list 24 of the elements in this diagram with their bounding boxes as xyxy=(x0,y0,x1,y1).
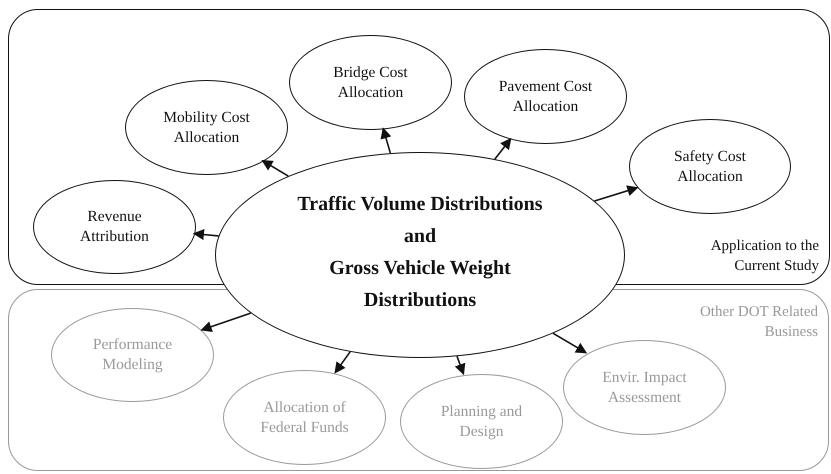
arrow xyxy=(494,138,512,160)
group-label: Other DOT Related Business xyxy=(698,303,818,342)
ellipse-text: Mobility Cost Allocation xyxy=(162,108,251,148)
ellipse-text: Traffic Volume Distributions xyxy=(297,192,543,217)
arrow xyxy=(454,356,466,376)
arrow xyxy=(334,351,351,374)
arrow xyxy=(192,228,219,240)
ellipse-text: Pavement Cost Allocation xyxy=(498,76,594,116)
ellipse-text: Envir. Impact Assessment xyxy=(601,368,688,408)
group-label: Application to the Current Study xyxy=(710,237,819,276)
arrow xyxy=(594,185,638,202)
arrow xyxy=(552,332,588,354)
ellipse-text: Safety Cost Allocation xyxy=(673,146,747,186)
ellipse-text: and xyxy=(404,224,436,249)
ellipse-text: Revenue Attribution xyxy=(79,207,150,247)
ellipse-text: Allocation of Federal Funds xyxy=(259,398,350,438)
arrow xyxy=(200,312,251,332)
ellipse-text: Performance Modeling xyxy=(92,335,174,375)
ellipse-text: Bridge Cost Allocation xyxy=(332,62,409,102)
arrow xyxy=(261,160,289,177)
arrow xyxy=(380,127,392,154)
ellipse-text: Planning and Design xyxy=(440,402,524,442)
ellipse-text: Gross Vehicle Weight Distributions xyxy=(328,256,512,313)
group-panel xyxy=(8,289,829,471)
